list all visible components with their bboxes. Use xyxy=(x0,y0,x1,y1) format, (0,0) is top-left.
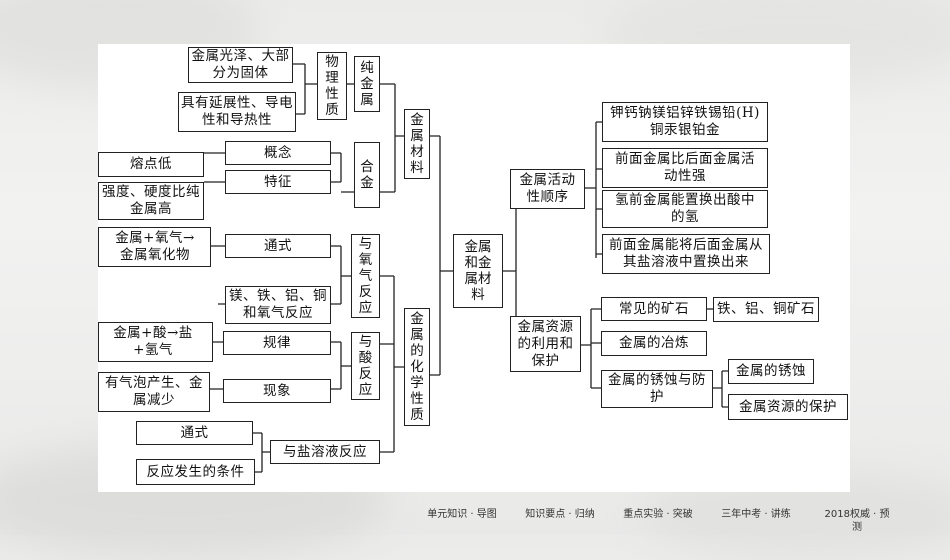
node-react-acid: 与酸反应 xyxy=(351,332,380,400)
nav-item-exam-practice[interactable]: 三年中考 · 讲练 xyxy=(721,509,791,520)
node-luster-solid: 金属光泽、大部分为固体 xyxy=(188,47,293,83)
node-concept: 概念 xyxy=(225,141,331,165)
node-resource-use-protection: 金属资源的利用和保护 xyxy=(510,316,581,372)
node-resource-protection: 金属资源的保护 xyxy=(728,394,848,420)
mind-map-panel: 金属和金属材料 金属材料 金属的化学性质 纯金属 物理性质 金属光泽、大部分为固… xyxy=(98,44,850,492)
connector-alloy xyxy=(331,152,354,193)
node-general-formula-oxygen: 通式 xyxy=(225,234,331,258)
node-alloy: 合金 xyxy=(354,142,380,208)
node-ductility-conductivity: 具有延展性、导电性和导热性 xyxy=(178,92,296,132)
node-oxygen-examples: 镁、铁、铝、铜和氧气反应 xyxy=(225,286,331,324)
node-general-formula-salt: 通式 xyxy=(136,421,253,445)
node-acid-equation: 金属+酸→盐+氢气 xyxy=(98,322,213,362)
connector-physical xyxy=(293,63,317,115)
connector-acid xyxy=(331,341,351,390)
connector-material xyxy=(380,83,404,193)
node-react-oxygen: 与氧气反应 xyxy=(351,234,380,318)
node-oxygen-equation: 金属+氧气→金属氧化物 xyxy=(98,227,211,267)
node-activity-order: 钾钙钠镁铝锌铁锡铅(H)铜汞银铂金 xyxy=(602,102,768,142)
bottom-navigation: 单元知识 · 导图 知识要点 · 归纳 重点实验 · 突破 三年中考 · 讲练 … xyxy=(0,508,950,535)
node-acid-phenomenon: 有气泡产生、金属减少 xyxy=(98,372,210,412)
connector-oxygen-leaves xyxy=(211,245,225,305)
connector-root-right xyxy=(503,187,517,332)
node-metal-rusting: 金属的锈蚀 xyxy=(728,359,814,384)
node-metal-materials: 金属材料 xyxy=(404,109,430,179)
node-chemical-properties: 金属的化学性质 xyxy=(404,308,430,426)
node-phenomenon: 现象 xyxy=(223,379,331,403)
connector-chemical xyxy=(380,275,404,453)
node-pure-metal: 纯金属 xyxy=(354,56,380,112)
connector-acid-leaves xyxy=(210,341,223,390)
node-metal-smelting: 金属的冶炼 xyxy=(601,331,707,356)
connector-activity xyxy=(585,121,602,258)
node-displace-hydrogen: 氢前金属能置换出酸中的氢 xyxy=(602,190,768,228)
connector-resource xyxy=(581,308,601,389)
node-corrosion-protection: 金属的锈蚀与防护 xyxy=(601,370,713,408)
node-common-ores: 常见的矿石 xyxy=(601,297,707,321)
nav-item-unit-map[interactable]: 单元知识 · 导图 xyxy=(427,509,497,520)
node-activity-series: 金属活动性顺序 xyxy=(510,169,585,209)
connector-salt xyxy=(253,432,270,473)
connector-oxygen xyxy=(331,245,351,305)
nav-item-key-points[interactable]: 知识要点 · 归纳 xyxy=(525,509,595,520)
connector-alloy-leaves xyxy=(204,152,225,183)
node-displace-from-salt: 前面金属能将后面金属从其盐溶液中置换出来 xyxy=(602,234,770,274)
node-low-melting-point: 熔点低 xyxy=(98,152,204,177)
node-reaction-conditions: 反应发生的条件 xyxy=(136,459,255,485)
node-feature: 特征 xyxy=(225,170,331,194)
node-physical-properties: 物理性质 xyxy=(317,52,347,120)
nav-item-key-experiments[interactable]: 重点实验 · 突破 xyxy=(623,509,693,520)
node-rule: 规律 xyxy=(223,331,331,355)
connector-corrosion xyxy=(713,370,728,408)
node-activity-front-stronger: 前面金属比后面金属活动性强 xyxy=(602,148,768,188)
node-higher-strength: 强度、硬度比纯金属高 xyxy=(98,182,204,220)
connector-root xyxy=(430,135,453,376)
nav-item-prediction[interactable]: 2018权威 · 预测 xyxy=(824,509,890,533)
node-react-salt-solution: 与盐溶液反应 xyxy=(270,440,380,464)
node-ore-examples: 铁、铝、铜矿石 xyxy=(713,297,819,322)
node-root: 金属和金属材料 xyxy=(453,234,503,308)
